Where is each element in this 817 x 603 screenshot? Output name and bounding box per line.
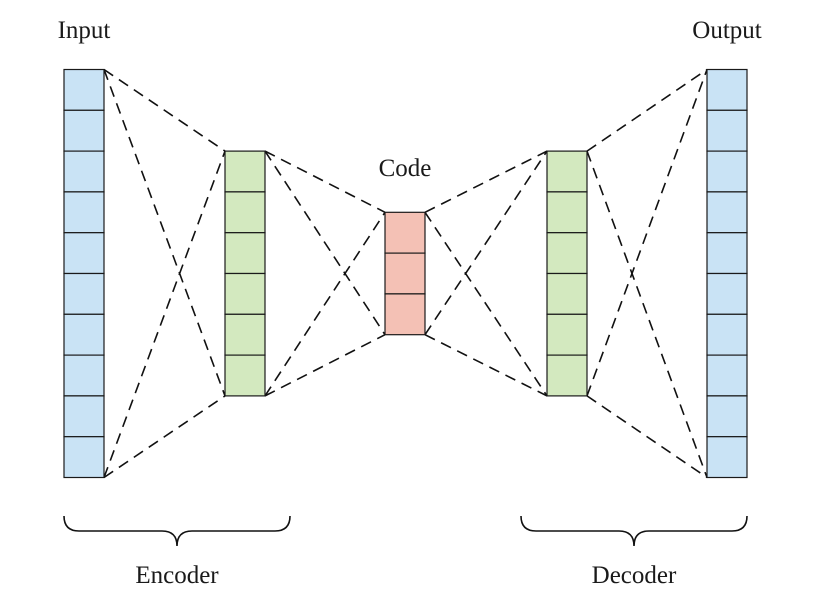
connection-line xyxy=(586,150,708,478)
code-label: Code xyxy=(379,155,432,182)
layer-1-cell xyxy=(63,109,105,152)
layer-4-cell xyxy=(546,150,588,193)
input-label: Input xyxy=(58,17,111,44)
layers xyxy=(63,68,748,479)
layer-2-cell xyxy=(224,313,266,356)
layer-2-cell xyxy=(224,354,266,397)
layer-2-cell xyxy=(224,191,266,234)
layer-1-cell xyxy=(63,395,105,438)
connection-line xyxy=(264,333,386,397)
layer-1-cell xyxy=(63,150,105,193)
connection-line xyxy=(424,333,548,397)
layer-5-cell xyxy=(706,191,748,234)
encoder-brace xyxy=(63,515,291,547)
layer-5-cell xyxy=(706,109,748,152)
layer-3-code xyxy=(384,211,426,336)
connection-line xyxy=(264,150,386,214)
layer-5-cell xyxy=(706,272,748,315)
layer-4-cell xyxy=(546,313,588,356)
layer-5-output xyxy=(706,68,748,479)
layer-3-cell xyxy=(384,211,426,254)
layer-1-input xyxy=(63,68,105,479)
layer-5-cell xyxy=(706,150,748,193)
layer-4-cell xyxy=(546,191,588,234)
output-label: Output xyxy=(692,17,762,44)
connection-line xyxy=(264,211,386,397)
connection-line xyxy=(264,150,386,336)
decoder-label: Decoder xyxy=(592,562,677,589)
layer-2-cell xyxy=(224,272,266,315)
layer-4-hidden xyxy=(546,150,588,397)
layer-4-cell xyxy=(546,232,588,275)
connection-line xyxy=(103,69,226,397)
connection-line xyxy=(103,68,226,152)
connection-line xyxy=(586,68,708,152)
decoder-brace xyxy=(520,515,748,547)
connection-line xyxy=(424,211,548,397)
layer-1-cell xyxy=(63,232,105,275)
layer-3-cell xyxy=(384,293,426,336)
layer-1-cell xyxy=(63,354,105,397)
layer-1-cell xyxy=(63,191,105,234)
connection-line xyxy=(103,150,226,478)
encoder-label: Encoder xyxy=(135,562,219,589)
layer-1-cell xyxy=(63,313,105,356)
layer-2-hidden xyxy=(224,150,266,397)
layer-4-cell xyxy=(546,354,588,397)
layer-5-cell xyxy=(706,68,748,111)
layer-5-cell xyxy=(706,395,748,438)
connection-line xyxy=(424,150,548,336)
layer-4-cell xyxy=(546,272,588,315)
layer-1-cell xyxy=(63,272,105,315)
connection-line xyxy=(586,395,708,479)
layer-2-cell xyxy=(224,232,266,275)
layer-5-cell xyxy=(706,436,748,479)
connection-line xyxy=(586,69,708,397)
layer-5-cell xyxy=(706,232,748,275)
connections xyxy=(103,68,708,479)
connection-line xyxy=(103,395,226,479)
layer-5-cell xyxy=(706,354,748,397)
layer-3-cell xyxy=(384,252,426,295)
layer-5-cell xyxy=(706,313,748,356)
layer-1-cell xyxy=(63,68,105,111)
connection-line xyxy=(424,150,548,214)
layer-2-cell xyxy=(224,150,266,193)
layer-1-cell xyxy=(63,436,105,479)
